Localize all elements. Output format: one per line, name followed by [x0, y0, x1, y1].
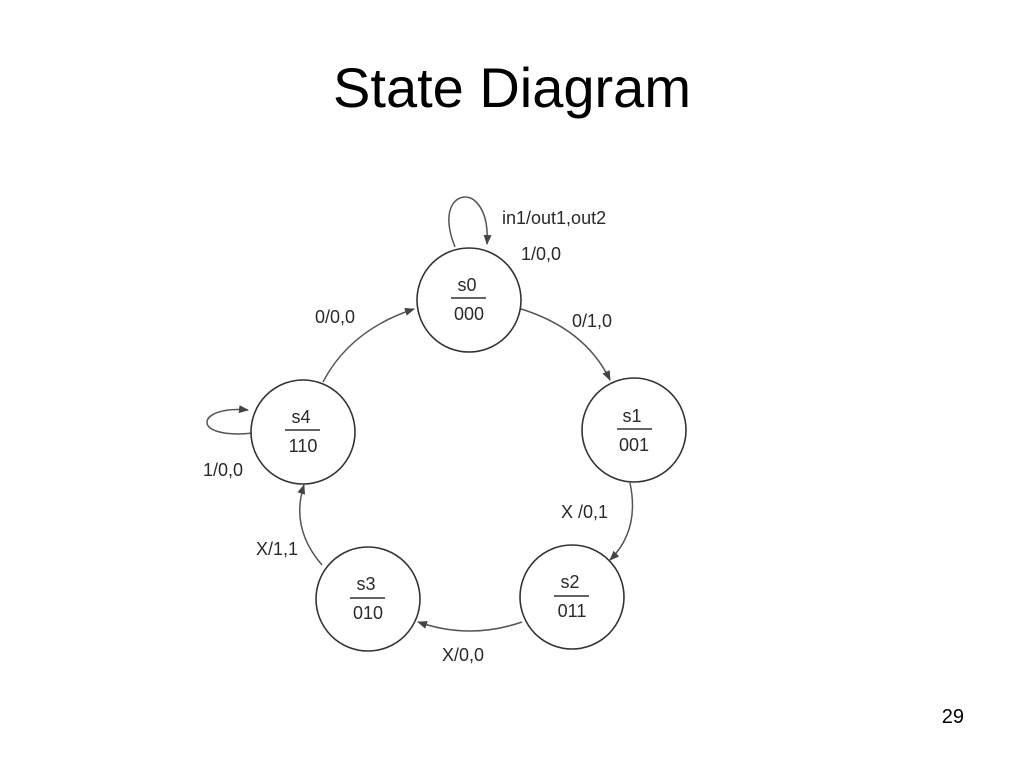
transition-s1-s2	[609, 482, 634, 561]
transition-label-s2-s3: X/0,0	[442, 645, 484, 665]
transition-label-s1-s2: X /0,1	[561, 502, 608, 522]
transition-label-s0-self: 1/0,0	[521, 244, 561, 264]
transition-s3-s4	[297, 484, 323, 566]
page-number: 29	[941, 706, 964, 728]
state-s2: s2 011	[519, 544, 625, 650]
transition-s0-self	[448, 196, 492, 248]
state-s2-name: s2	[560, 572, 579, 592]
state-s3-code: 010	[353, 603, 383, 623]
state-s3-name: s3	[356, 574, 375, 594]
state-s0: s0 000	[416, 247, 522, 353]
transition-label-s4-self: 1/0,0	[203, 460, 243, 480]
state-s4-code: 110	[289, 436, 318, 456]
transition-label-s4-s0: 0/0,0	[315, 307, 355, 327]
transition-label-s3-s4: X/1,1	[256, 539, 298, 559]
state-s4-name: s4	[291, 407, 310, 427]
transition-s0-s1	[517, 307, 611, 381]
io-legend: in1/out1,out2	[502, 208, 606, 228]
transition-s2-s3	[417, 621, 523, 632]
state-s0-name: s0	[457, 275, 476, 295]
state-s2-code: 011	[558, 601, 587, 621]
state-s0-code: 000	[454, 304, 484, 324]
state-s1-name: s1	[622, 406, 641, 426]
transition-label-s0-s1: 0/1,0	[572, 311, 612, 331]
state-s4: s4 110	[250, 379, 356, 485]
state-s1: s1 001	[581, 377, 687, 483]
state-s1-code: 001	[619, 435, 649, 455]
state-s3: s3 010	[315, 546, 421, 652]
transition-s4-s0	[322, 308, 415, 383]
slide-title: State Diagram	[333, 56, 691, 119]
transition-s4-self	[206, 405, 254, 435]
